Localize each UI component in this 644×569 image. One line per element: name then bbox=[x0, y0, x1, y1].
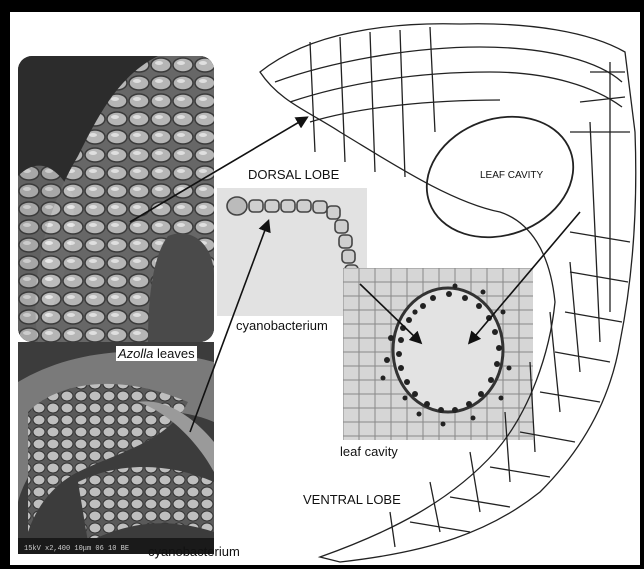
leaf-cavity-caps-label: LEAF CAVITY bbox=[480, 170, 543, 181]
arrow-cavity-to-micrograph bbox=[470, 212, 580, 342]
dorsal-lobe-label: DORSAL LOBE bbox=[248, 167, 339, 182]
azolla-italic-text: Azolla bbox=[118, 346, 153, 361]
cyanobacterium-bottom-label: cyanobacterium bbox=[148, 544, 240, 559]
dorsal-lobe-outline bbox=[260, 24, 636, 562]
leaf-cavity-label: leaf cavity bbox=[340, 444, 398, 459]
ventral-lobe-label: VENTRAL LOBE bbox=[303, 492, 401, 507]
leaf-section-drawing bbox=[10, 12, 640, 565]
azolla-leaves-label: Azolla leaves bbox=[116, 346, 197, 361]
cyanobacterium-middle-label: cyanobacterium bbox=[236, 318, 328, 333]
figure-canvas: 15kV x2,400 10μm 06 10 BE bbox=[10, 12, 640, 565]
arrow-filament-to-cavity bbox=[360, 284, 420, 342]
azolla-leaves-text: leaves bbox=[153, 346, 194, 361]
